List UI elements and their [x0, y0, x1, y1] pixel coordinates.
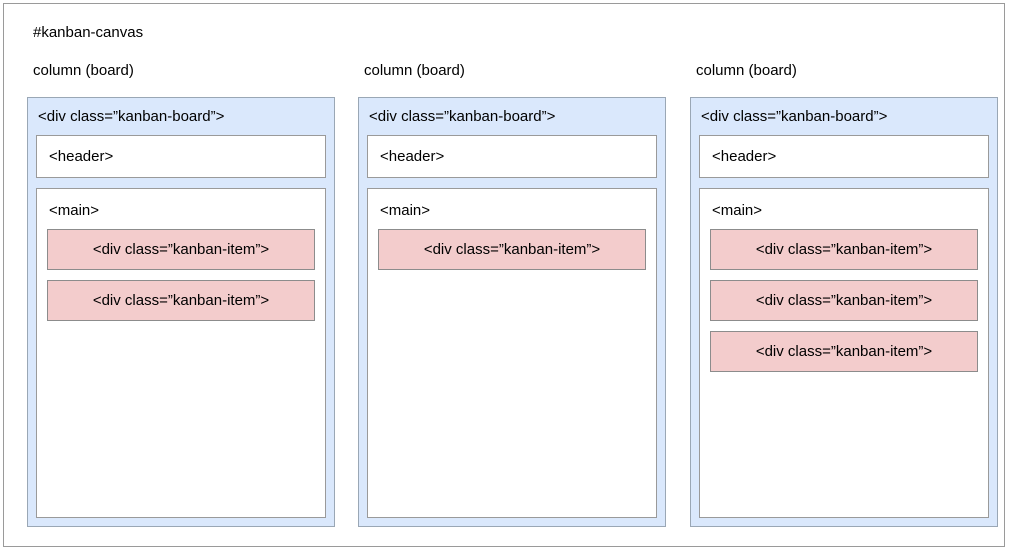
board-main-1: <main> <div class=”kanban-item”> <div cl…: [36, 188, 326, 518]
kanban-item[interactable]: <div class=”kanban-item”>: [378, 229, 646, 270]
kanban-board-3[interactable]: <div class=”kanban-board”> <header> <mai…: [690, 97, 998, 527]
kanban-item-tag: <div class=”kanban-item”>: [755, 240, 933, 258]
header-tag-1: <header>: [49, 147, 114, 165]
kanban-item[interactable]: <div class=”kanban-item”>: [710, 280, 978, 321]
kanban-item[interactable]: <div class=”kanban-item”>: [710, 331, 978, 372]
main-tag-3: <main>: [712, 202, 763, 219]
board-header-1: <header>: [36, 135, 326, 178]
column-label-2: column (board): [364, 62, 465, 79]
kanban-item-tag: <div class=”kanban-item”>: [92, 240, 270, 258]
board-tag-3: <div class=”kanban-board”>: [701, 108, 888, 125]
kanban-board-1[interactable]: <div class=”kanban-board”> <header> <mai…: [27, 97, 335, 527]
column-board-2: column (board) <div class=”kanban-board”…: [358, 62, 666, 527]
header-tag-3: <header>: [712, 147, 777, 165]
board-tag-1: <div class=”kanban-board”>: [38, 108, 225, 125]
board-main-3: <main> <div class=”kanban-item”> <div cl…: [699, 188, 989, 518]
kanban-item[interactable]: <div class=”kanban-item”>: [710, 229, 978, 270]
main-tag-2: <main>: [380, 202, 431, 219]
kanban-board-2[interactable]: <div class=”kanban-board”> <header> <mai…: [358, 97, 666, 527]
kanban-item[interactable]: <div class=”kanban-item”>: [47, 280, 315, 321]
canvas-title: #kanban-canvas: [33, 24, 144, 41]
column-board-3: column (board) <div class=”kanban-board”…: [690, 62, 998, 527]
board-main-2: <main> <div class=”kanban-item”>: [367, 188, 657, 518]
header-tag-2: <header>: [380, 147, 445, 165]
kanban-item-tag: <div class=”kanban-item”>: [755, 342, 933, 360]
column-label-3: column (board): [696, 62, 797, 79]
kanban-item[interactable]: <div class=”kanban-item”>: [47, 229, 315, 270]
main-tag-1: <main>: [49, 202, 100, 219]
kanban-canvas-frame: #kanban-canvas column (board) <div class…: [3, 3, 1005, 547]
column-board-1: column (board) <div class=”kanban-board”…: [27, 62, 335, 527]
kanban-item-tag: <div class=”kanban-item”>: [755, 291, 933, 309]
board-header-3: <header>: [699, 135, 989, 178]
board-tag-2: <div class=”kanban-board”>: [369, 108, 556, 125]
board-header-2: <header>: [367, 135, 657, 178]
column-label-1: column (board): [33, 62, 134, 79]
kanban-item-tag: <div class=”kanban-item”>: [423, 240, 601, 258]
kanban-item-tag: <div class=”kanban-item”>: [92, 291, 270, 309]
